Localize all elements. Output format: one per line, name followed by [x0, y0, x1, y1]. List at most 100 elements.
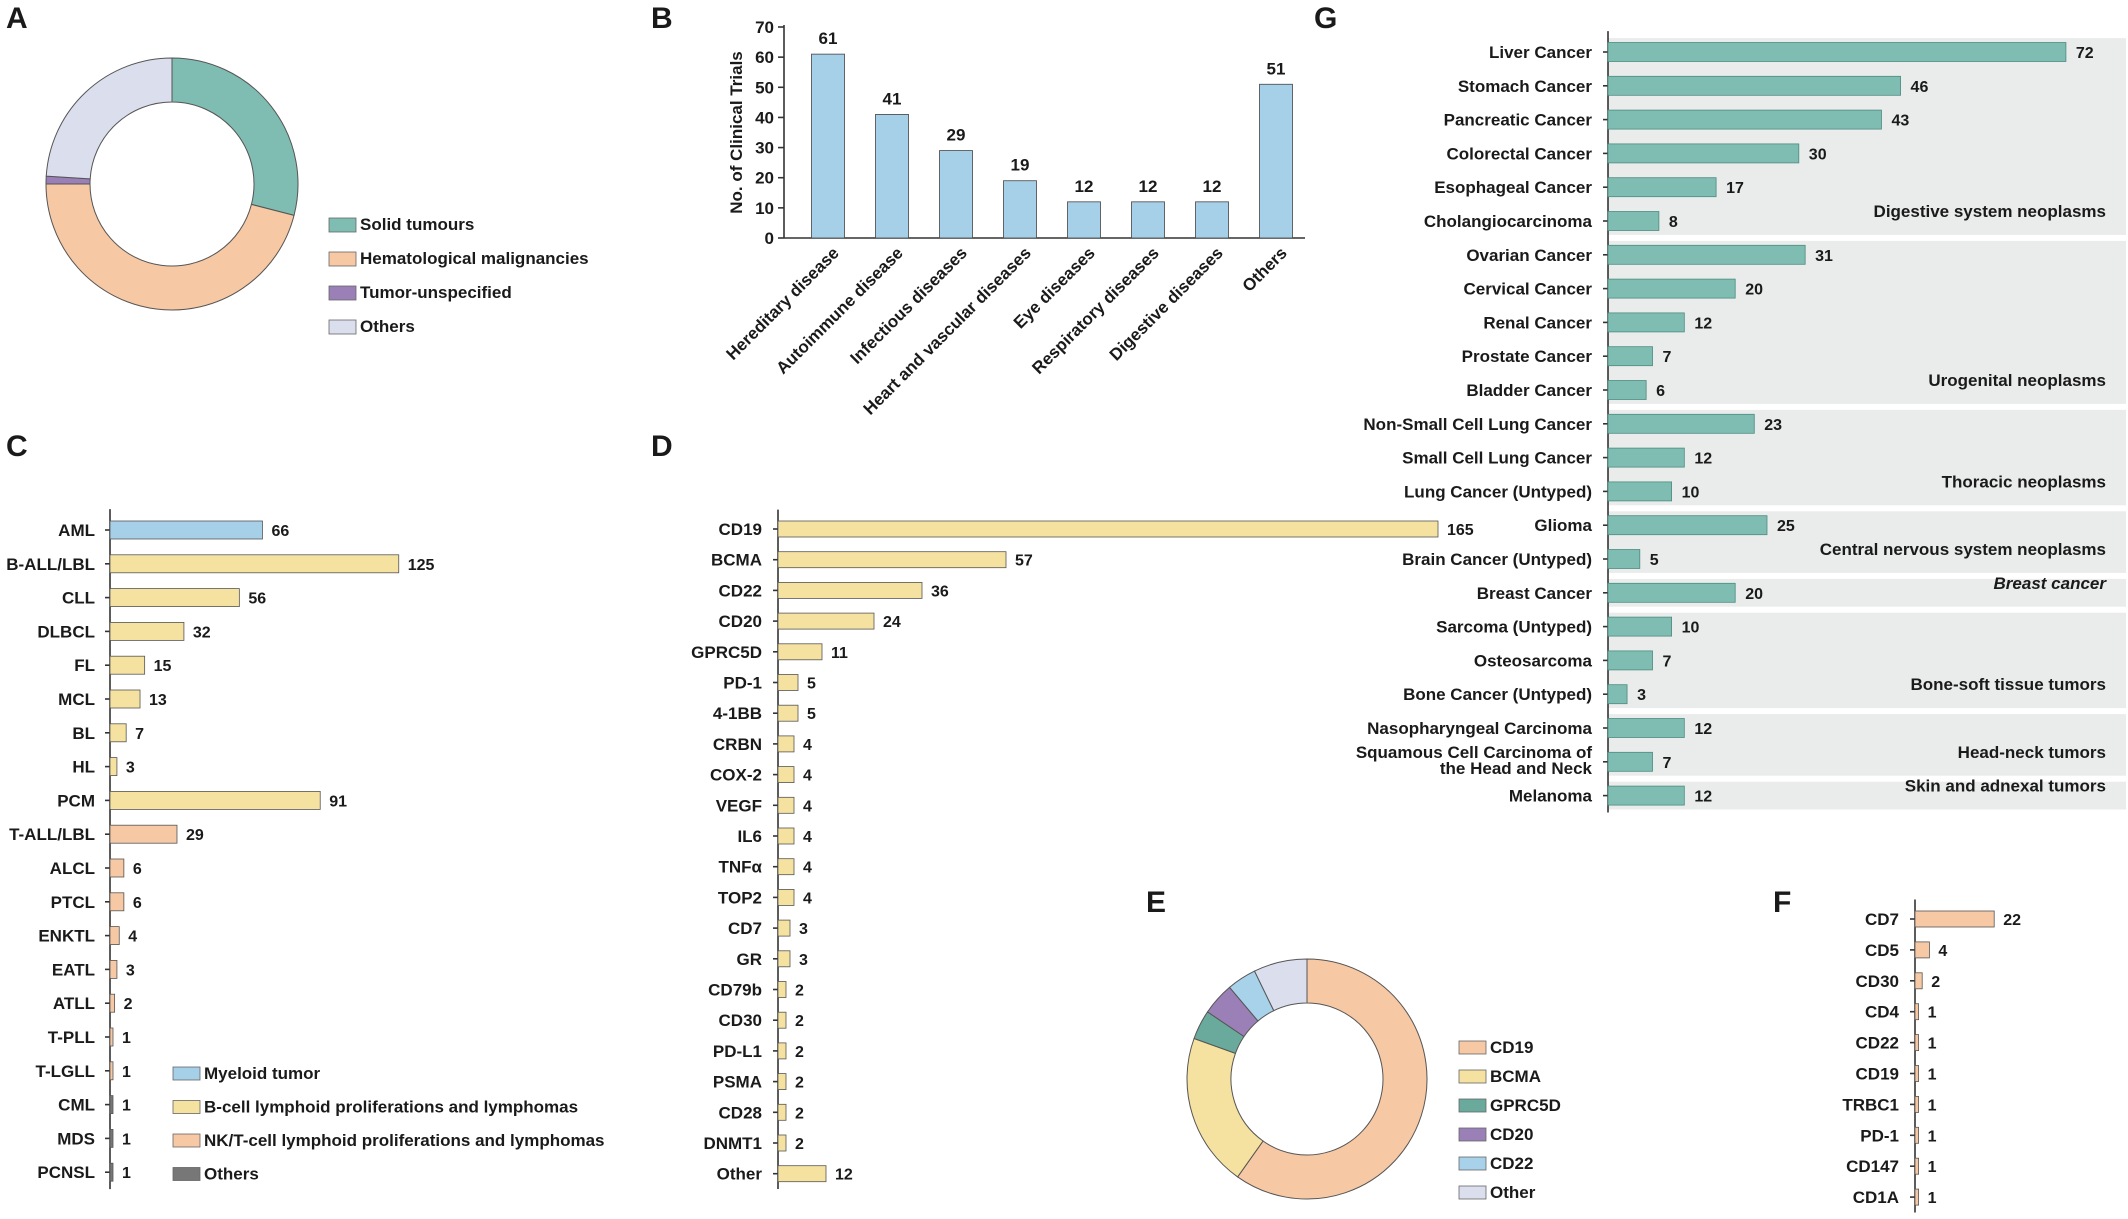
g-value-label: 5 [1650, 552, 1659, 569]
d-category-label-pd-1: PD-1 [723, 674, 762, 693]
b-y-tick-label: 30 [755, 139, 774, 158]
b-value-label: 29 [947, 126, 966, 145]
g-bar-non-small-cell-lung-cancer [1607, 413, 1755, 434]
g-value-label: 25 [1777, 518, 1795, 535]
d-bar-cd19 [777, 520, 1439, 538]
a-legend-swatch-tumor-unspecified [328, 285, 357, 301]
c-category-label-eatl: EATL [52, 960, 95, 979]
d-value-label: 2 [795, 1136, 804, 1153]
c-category-label-mds: MDS [57, 1129, 95, 1148]
d-bar-pd-l1 [777, 1042, 787, 1060]
g-category-label-breast-cancer: Breast Cancer [1477, 584, 1593, 603]
c-value-label: 15 [154, 658, 172, 675]
g-bar-colorectal-cancer [1607, 143, 1800, 164]
g-category-label-renal-cancer: Renal Cancer [1483, 313, 1592, 332]
c-bar-enktl [109, 926, 120, 945]
b-x-tick-label-digestive-diseases: Digestive diseases [1106, 243, 1227, 364]
b-x-tick-label-infectious-diseases: Infectious diseases [846, 243, 970, 367]
g-group-background-skin-and-adnexal-tumors [1608, 781, 2126, 810]
g-value-label: 7 [1663, 653, 1672, 670]
f-category-label-pd-1: PD-1 [1860, 1126, 1899, 1145]
panel-label-c: C [6, 430, 28, 463]
g-bar-small-cell-lung-cancer [1607, 447, 1685, 468]
d-bar-il6 [777, 827, 795, 845]
panel-label-e: E [1146, 886, 1166, 919]
g-value-label: 30 [1809, 146, 1827, 163]
g-category-label-bladder-cancer: Bladder Cancer [1466, 381, 1592, 400]
f-bar-cd19 [1914, 1065, 1919, 1082]
d-category-label-crbn: CRBN [713, 735, 762, 754]
c-category-label-alcl: ALCL [50, 859, 95, 878]
e-legend-swatch-bcma [1458, 1069, 1487, 1084]
d-value-label: 12 [835, 1167, 853, 1184]
b-x-tick-label-hereditary-disease: Hereditary disease [722, 243, 842, 363]
f-category-label-cd5: CD5 [1865, 941, 1899, 960]
e-legend-label-cd19: CD19 [1490, 1038, 1533, 1057]
d-value-label: 2 [795, 1013, 804, 1030]
d-bar-cd30 [777, 1011, 787, 1029]
d-value-label: 2 [795, 1105, 804, 1122]
b-value-label: 12 [1203, 177, 1222, 196]
g-value-label: 10 [1682, 620, 1700, 637]
e-slice-other [1253, 958, 1308, 1012]
d-bar-gprc5d [777, 643, 823, 661]
d-value-label: 3 [799, 921, 808, 938]
e-legend-label-bcma: BCMA [1490, 1067, 1541, 1086]
g-group-label-head-neck-tumors: Head-neck tumors [1958, 743, 2106, 762]
a-legend-swatch-hematological-malignancies [328, 251, 357, 267]
f-bar-trbc1 [1914, 1096, 1919, 1113]
d-category-label-pd-l1: PD-L1 [713, 1042, 762, 1061]
c-bar-mds [109, 1129, 114, 1148]
c-bar-dlbcl [109, 622, 185, 641]
c-bar-t-pll [109, 1027, 114, 1047]
g-category-label-small-cell-lung-cancer: Small Cell Lung Cancer [1402, 449, 1592, 468]
c-category-label-pcm: PCM [57, 791, 95, 810]
c-value-label: 56 [248, 591, 266, 608]
g-value-label: 6 [1656, 383, 1665, 400]
c-legend-label-b-cell-lymphoid-proliferations-and-lymphomas: B-cell lymphoid proliferations and lymph… [204, 1098, 578, 1117]
g-bar-prostate-cancer [1607, 346, 1653, 367]
g-value-label: 3 [1637, 687, 1646, 704]
g-bar-esophageal-cancer [1607, 177, 1717, 198]
g-value-label: 8 [1669, 214, 1678, 231]
g-group-label-thoracic-neoplasms: Thoracic neoplasms [1942, 472, 2106, 491]
b-value-label: 41 [883, 89, 902, 108]
g-value-label: 20 [1745, 586, 1763, 603]
a-slice-solid-tumours [171, 57, 299, 216]
g-category-label-esophageal-cancer: Esophageal Cancer [1434, 178, 1592, 197]
g-group-label-skin-and-adnexal-tumors: Skin and adnexal tumors [1905, 777, 2106, 796]
d-value-label: 2 [795, 1044, 804, 1061]
f-bar-cd1a [1914, 1188, 1919, 1206]
d-value-label: 4 [803, 737, 812, 754]
g-category-label-non-small-cell-lung-cancer: Non-Small Cell Lung Cancer [1363, 415, 1592, 434]
g-bar-lung-cancer-untyped [1607, 481, 1672, 502]
g-category-label-sarcoma-untyped: Sarcoma (Untyped) [1436, 618, 1592, 637]
c-category-label-ptcl: PTCL [51, 893, 95, 912]
g-bar-liver-cancer [1607, 42, 2067, 62]
g-bar-breast-cancer [1607, 582, 1736, 603]
f-category-label-cd147: CD147 [1846, 1157, 1899, 1176]
e-legend-swatch-cd20 [1458, 1127, 1487, 1142]
d-category-label-gr: GR [737, 950, 763, 969]
d-bar-bcma [777, 551, 1007, 569]
c-bar-hl [109, 757, 118, 776]
c-value-label: 66 [271, 523, 289, 540]
g-category-label-prostate-cancer: Prostate Cancer [1462, 347, 1593, 366]
f-value-label: 1 [1928, 1067, 1937, 1084]
d-category-label-cd20: CD20 [719, 612, 762, 631]
g-group-label-digestive-system-neoplasms: Digestive system neoplasms [1874, 202, 2106, 221]
g-value-label: 12 [1694, 451, 1712, 468]
e-legend-swatch-cd22 [1458, 1156, 1487, 1171]
c-legend-label-myeloid-tumor: Myeloid tumor [204, 1064, 321, 1083]
g-category-label-melanoma: Melanoma [1509, 787, 1593, 806]
e-legend-label-cd20: CD20 [1490, 1125, 1533, 1144]
d-value-label: 2 [795, 1075, 804, 1092]
d-category-label-cd28: CD28 [719, 1103, 762, 1122]
f-value-label: 1 [1928, 1097, 1937, 1114]
g-bar-nasopharyngeal-carcinoma [1607, 718, 1685, 738]
g-group-label-breast-cancer: Breast cancer [1994, 574, 2108, 593]
panel-f-bar-chart: 22CD74CD52CD301CD41CD221CD191TRBC11PD-11… [1842, 899, 2021, 1213]
panel-c-bar-chart: 66AML125B-ALL/LBL56CLL32DLBCL15FL13MCL7B… [6, 509, 605, 1190]
d-bar-vegf [777, 796, 795, 814]
